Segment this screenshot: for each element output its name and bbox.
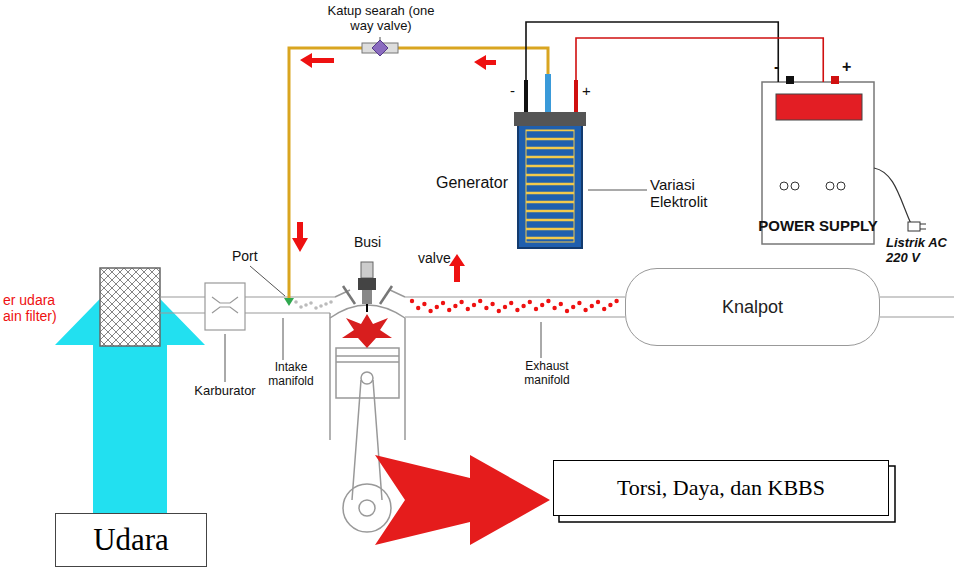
air-box: Udara <box>55 513 207 567</box>
output-arrow <box>375 455 550 545</box>
node-text: POWER SUPPLY <box>758 217 877 234</box>
part-label: valve <box>418 250 451 266</box>
air-arrow <box>55 268 205 515</box>
power-wire <box>526 22 778 82</box>
air-filter <box>100 268 160 346</box>
node-text: Generator <box>436 174 508 192</box>
intake-pipe <box>160 283 335 330</box>
spark-plug <box>358 262 376 312</box>
combustion-flame <box>342 314 392 348</box>
part-label: er udara ain filter) <box>3 292 77 324</box>
part-label: - <box>774 58 779 76</box>
power-supply-box: POWER SUPPLY <box>750 82 885 244</box>
part-label: Karburator <box>172 384 278 399</box>
muffler-box: Knalpot <box>625 268 880 346</box>
part-label: + <box>842 58 851 76</box>
part-label: Katup searah (one way valve) <box>322 4 440 34</box>
node-text: Torsi, Daya, dan KBBS <box>617 475 825 501</box>
node-text: Udara <box>93 522 169 558</box>
node-text: Knalpot <box>722 297 783 318</box>
output-box: Torsi, Daya, dan KBBS <box>553 460 889 516</box>
port-nozzle <box>284 298 294 306</box>
part-label: Exhaust manifold <box>514 360 580 388</box>
leader-line <box>225 37 647 382</box>
part-label: Port <box>232 248 258 264</box>
gas-hose <box>289 48 548 298</box>
part-label: Variasi Elektrolit <box>650 176 730 211</box>
part-label: Intake manifold <box>258 361 324 389</box>
power-wire <box>576 38 823 82</box>
hho-generator <box>514 74 586 248</box>
part-label: - <box>510 82 515 99</box>
part-label: Busi <box>354 234 381 250</box>
part-label: Listrik AC 220 V <box>886 236 952 266</box>
part-label: + <box>582 82 591 99</box>
generator-node: Generator <box>514 80 586 248</box>
engine <box>330 286 405 532</box>
flow-arrow <box>292 53 496 282</box>
one-way-valve <box>362 40 398 56</box>
